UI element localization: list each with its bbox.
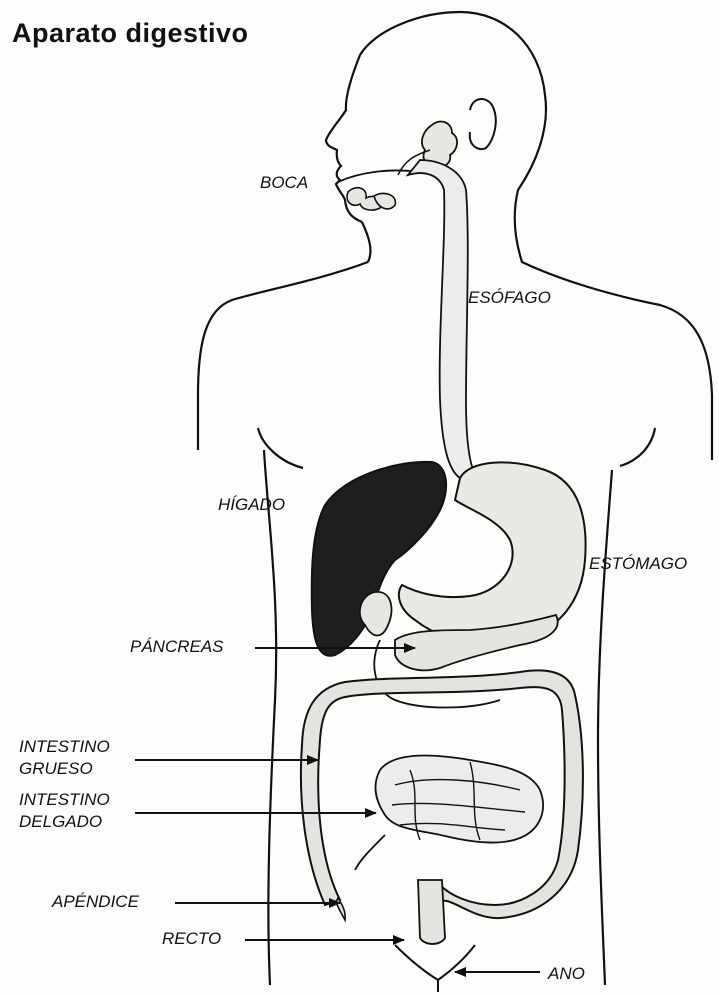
label-intestino-grueso-line1: INTESTINO (19, 736, 110, 758)
groin-line (395, 945, 475, 992)
small-intestine (375, 756, 543, 843)
head-face-outline (360, 12, 712, 460)
label-ano: ANO (548, 963, 585, 985)
label-higado: HÍGADO (218, 494, 285, 516)
label-apendice: APÉNDICE (52, 891, 139, 913)
left-shoulder (198, 262, 368, 450)
label-intestino-delgado-line1: INTESTINO (19, 789, 110, 811)
appendix (336, 898, 345, 920)
label-intestino-grueso-line2: GRUESO (19, 758, 93, 780)
esophagus (408, 160, 478, 478)
rectum (418, 880, 445, 944)
diagram-title: Aparato digestivo (12, 18, 249, 49)
label-estomago: ESTÓMAGO (589, 553, 687, 575)
oral-cavity (338, 170, 420, 182)
right-torso (598, 470, 612, 985)
right-arm-crease (620, 428, 655, 466)
label-recto: RECTO (162, 928, 221, 950)
label-esofago: ESÓFAGO (468, 287, 551, 309)
neck-left (362, 222, 370, 262)
label-pancreas: PÁNCREAS (130, 636, 224, 658)
left-torso (264, 450, 276, 985)
ileum (355, 835, 385, 870)
gallbladder (360, 592, 392, 636)
label-boca: BOCA (260, 172, 308, 194)
ear (470, 99, 496, 149)
label-intestino-delgado-line2: DELGADO (19, 811, 102, 833)
